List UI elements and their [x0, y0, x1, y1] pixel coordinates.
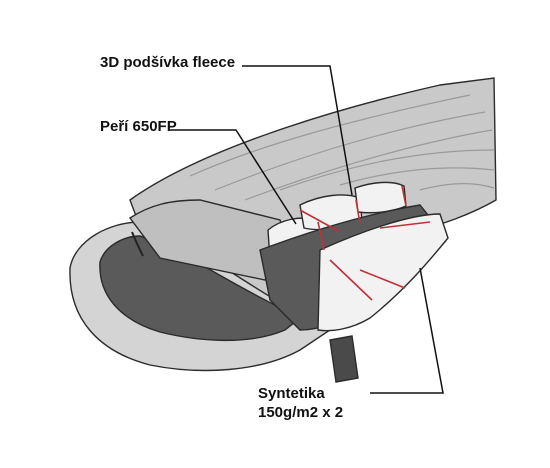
fleece-insulation-3: [354, 181, 407, 214]
synthetic-insulation: [317, 213, 449, 332]
seam-lines: [299, 185, 431, 301]
sleeping-bag-body: [69, 77, 497, 383]
leader-synthetic: [370, 267, 444, 394]
label-synthetic-weight: 150g/m2 x 2: [258, 404, 344, 421]
strap: [329, 335, 359, 383]
leader-fleece: [242, 65, 353, 196]
leader-down: [170, 129, 297, 225]
hood-cord: [131, 231, 144, 257]
label-synthetic: Syntetika: [258, 385, 325, 402]
hood-lining: [99, 235, 302, 342]
label-down-fill: Peří 650FP: [100, 118, 177, 135]
callout-leaders: [170, 65, 444, 394]
label-fleece-lining: 3D podšívka fleece: [100, 54, 236, 71]
